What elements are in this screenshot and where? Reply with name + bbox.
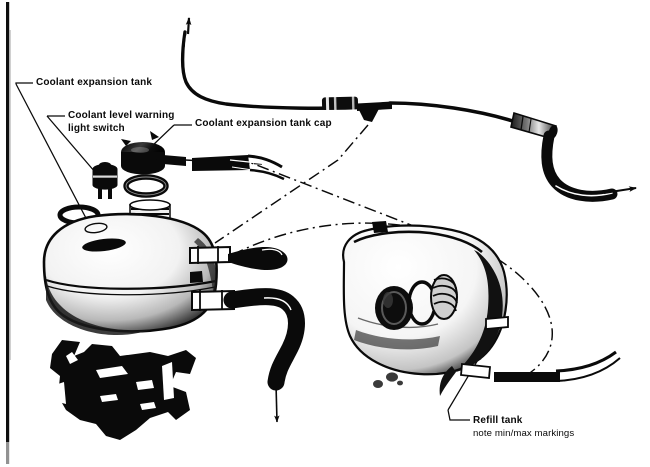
flow-arrow-down [274, 383, 280, 423]
refill-tank-lower-nipple [460, 363, 491, 379]
flow-arrow-right [603, 186, 637, 194]
mounting-bracket [50, 340, 196, 440]
lower-outlet-hose [223, 288, 305, 423]
coolant-expansion-tank [42, 199, 235, 336]
centerline-fitting-to-tank [214, 124, 369, 244]
label-level-switch-line2: light switch [68, 122, 125, 134]
refill-tank-filler-neck [430, 274, 458, 320]
coolant-expansion-tank-cap [121, 131, 186, 198]
flow-arrow-up [185, 17, 192, 35]
leader-cap [150, 124, 175, 148]
refill-tank-upper-nipple [485, 316, 509, 330]
leader-refill-tick [447, 409, 470, 421]
scan-border-artifact [6, 2, 11, 464]
label-coolant-expansion-tank: Coolant expansion tank [36, 77, 153, 88]
label-coolant-expansion-tank-cap: Coolant expansion tank cap [195, 118, 332, 129]
switch-terminal-right [108, 185, 112, 199]
upper-hose-right-run [388, 99, 518, 124]
centerline-long-sweep [231, 222, 553, 380]
label-refill-tank: Refill tank [473, 415, 523, 426]
right-hand-hose-end [510, 111, 637, 202]
switch-terminal-left [98, 185, 102, 199]
refill-tank-top-boss [372, 221, 388, 233]
leader-level-switch [46, 115, 96, 173]
label-coolant-level-warning-light-switch: Coolant level warning light switch [68, 110, 175, 135]
tank-upper-outlet [189, 245, 231, 265]
centerline-neck-short [184, 159, 263, 165]
leader-expansion-tank-tick [15, 82, 33, 84]
label-level-switch-line1: Coolant level warning [68, 110, 175, 121]
cap-sealing-ring [123, 174, 169, 198]
refill-tank-cap [375, 286, 413, 330]
tank-lower-outlet [191, 289, 235, 312]
cap-vent-spout [163, 155, 186, 166]
label-refill-tank-note: note min/max markings [473, 428, 575, 439]
coolant-level-warning-light-switch [92, 162, 118, 199]
upper-outlet-hose [228, 247, 288, 271]
hose-connector-fitting [321, 96, 392, 122]
upper-coolant-hose [180, 17, 374, 110]
refill-tank [342, 221, 509, 396]
cap-hose-stub [192, 154, 285, 181]
refill-tank-outlet-hose [494, 350, 621, 382]
